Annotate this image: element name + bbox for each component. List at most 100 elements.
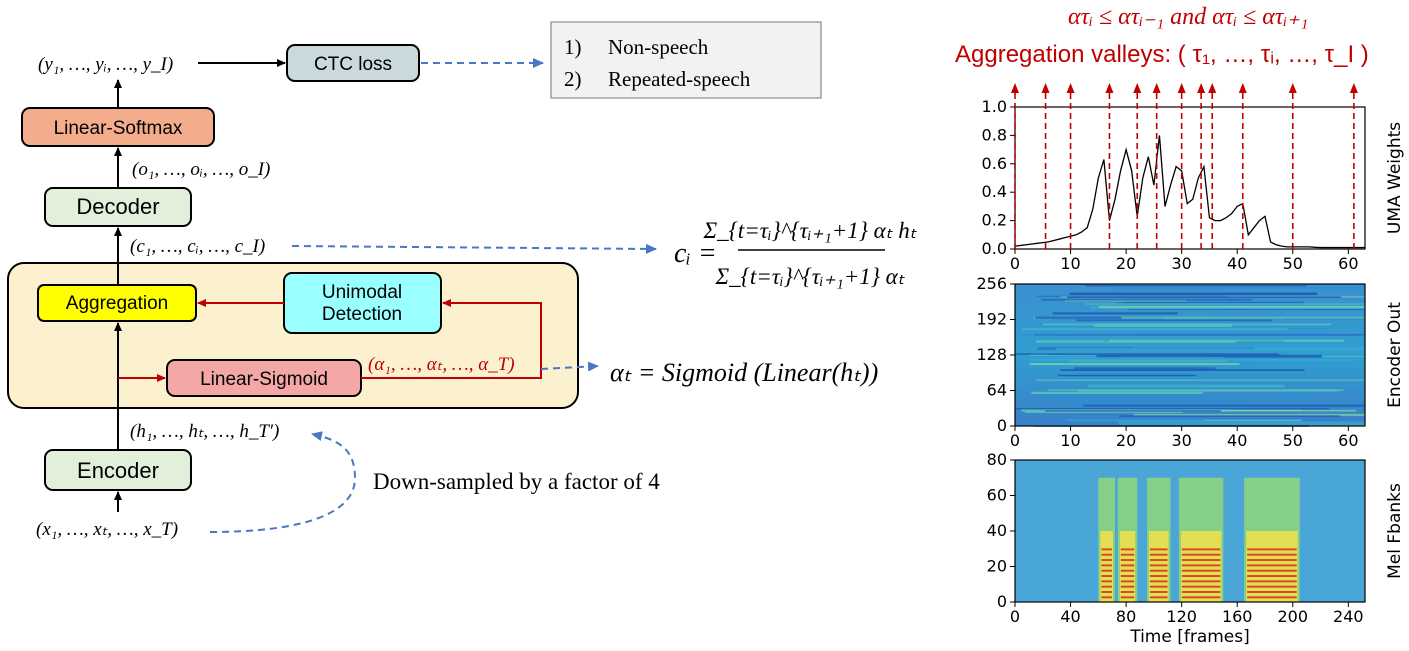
y-tick-label: 256 xyxy=(976,274,1007,293)
encoder-feature-stripe xyxy=(1085,303,1365,306)
mel-harmonic xyxy=(1247,580,1297,583)
mel-harmonic xyxy=(1101,575,1112,578)
x-tick-label: 200 xyxy=(1278,607,1309,626)
y-tick-label: 0.2 xyxy=(982,211,1007,230)
mel-harmonic xyxy=(1247,596,1297,599)
mel-harmonic xyxy=(1120,585,1135,588)
mel-harmonic xyxy=(1120,559,1135,562)
mel-harmonic xyxy=(1181,596,1221,599)
decoder-label: Decoder xyxy=(76,194,159,219)
x-tick-label: 60 xyxy=(1338,254,1358,273)
encoder-feature-stripe xyxy=(1052,312,1178,315)
mel-harmonic xyxy=(1149,575,1168,578)
encoder-feature-stripe xyxy=(1096,354,1322,358)
mel-harmonic xyxy=(1149,559,1168,562)
mel-xlabel: Time [frames] xyxy=(1129,627,1250,647)
x-tick-label: 30 xyxy=(1171,431,1191,450)
x-tick-label: 40 xyxy=(1227,254,1247,273)
y-tick-label: 0.8 xyxy=(982,125,1007,144)
alpha-equation: αₜ = Sigmoid (Linear(hₜ)) xyxy=(610,358,878,387)
y-tick-label: 192 xyxy=(976,310,1007,329)
x-sequence-label: (x₁, …, xₜ, …, x_T) xyxy=(36,519,178,540)
x-tick-label: 20 xyxy=(1116,431,1136,450)
mel-harmonic xyxy=(1120,575,1135,578)
encoder-feature-stripe xyxy=(1098,305,1365,309)
valley-arrowhead xyxy=(1177,83,1186,93)
aggregation-label: Aggregation xyxy=(66,293,168,314)
x-tick-label: 60 xyxy=(1338,431,1358,450)
c-equation-lhs: cᵢ = xyxy=(674,238,717,269)
encoder-feature-stripe xyxy=(1069,292,1318,296)
encoder-feature-stripe xyxy=(1025,410,1183,414)
c-sequence-label: (c₁, …, cᵢ, …, c_I) xyxy=(130,236,265,257)
mel-harmonic xyxy=(1101,548,1112,551)
mel-harmonic xyxy=(1181,564,1221,567)
mel-harmonic xyxy=(1120,569,1135,572)
y-tick-label: 0.6 xyxy=(982,154,1007,173)
y-tick-label: 0.4 xyxy=(982,182,1007,201)
encoder-feature-stripe xyxy=(1132,333,1365,336)
mel-harmonic xyxy=(1247,575,1297,578)
failure-item-1-number: 1) xyxy=(564,35,582,59)
valley-arrowhead xyxy=(1238,83,1247,93)
c-equation-denominator: Σ_{t=τᵢ}^{τᵢ₊₁+1} αₜ xyxy=(714,264,905,289)
encoder-feature-stripe xyxy=(1118,415,1341,418)
ctc-loss-block xyxy=(286,44,420,82)
encoder-feature-stripe xyxy=(1066,296,1342,299)
mel-energy-region xyxy=(1246,531,1298,602)
valley-title: Aggregation valleys: ( τ₁, …, τᵢ, …, τ_I… xyxy=(955,41,1369,68)
encoder-feature-stripe xyxy=(1127,309,1365,310)
mel-harmonic xyxy=(1101,585,1112,588)
encoder-ylabel: Encoder Out xyxy=(1385,302,1405,408)
mel-harmonic xyxy=(1101,580,1112,583)
encoder-feature-stripe xyxy=(1078,389,1339,392)
encoder-feature-stripe xyxy=(1022,327,1288,331)
mel-harmonic xyxy=(1149,569,1168,572)
alpha-sequence-label: (α₁, …, αₜ, …, α_T) xyxy=(368,354,515,375)
valley-condition: ατᵢ ≤ ατᵢ₋₁ and ατᵢ ≤ ατᵢ₊₁ xyxy=(1068,4,1308,30)
uma-plot-frame xyxy=(1014,106,1366,250)
x-tick-label: 20 xyxy=(1116,254,1136,273)
downsample-note: Down-sampled by a factor of 4 xyxy=(373,469,660,494)
encoder-feature-stripe xyxy=(1060,369,1305,372)
x-tick-label: 40 xyxy=(1227,431,1247,450)
x-tick-label: 50 xyxy=(1283,431,1303,450)
x-tick-label: 0 xyxy=(1010,607,1020,626)
mel-harmonic xyxy=(1181,548,1221,551)
x-tick-label: 240 xyxy=(1333,607,1364,626)
mel-harmonic xyxy=(1120,548,1135,551)
encoder-feature-stripe xyxy=(1029,363,1240,366)
mel-harmonic xyxy=(1247,585,1297,588)
mel-harmonic xyxy=(1149,580,1168,583)
mel-harmonic xyxy=(1247,553,1297,556)
encoder-feature-stripe xyxy=(1121,316,1365,319)
mel-harmonic xyxy=(1181,559,1221,562)
encoder-feature-stripe xyxy=(1015,353,1278,355)
encoder-feature-stripe xyxy=(1085,284,1307,287)
y-tick-label: 0 xyxy=(997,592,1007,611)
valley-arrowhead xyxy=(1349,83,1358,93)
mel-ylabel: Mel Fbanks xyxy=(1385,483,1405,579)
y-tick-label: 80 xyxy=(987,450,1007,469)
encoder-feature-stripe xyxy=(1076,319,1273,322)
encoder-feature-stripe xyxy=(1070,360,1227,362)
valley-arrowhead xyxy=(1152,83,1161,93)
red-arrow-alpha-to-unimodal xyxy=(361,299,542,379)
mel-harmonic xyxy=(1149,564,1168,567)
encoder-feature-stripe xyxy=(1089,307,1230,309)
encoder-feature-stripe xyxy=(1055,348,1365,351)
x-tick-label: 120 xyxy=(1166,607,1197,626)
valley-arrowhead xyxy=(1041,83,1050,93)
mel-harmonic xyxy=(1247,564,1297,567)
x-tick-label: 160 xyxy=(1222,607,1253,626)
encoder-feature-stripe xyxy=(1064,418,1205,421)
encoder-feature-stripe xyxy=(1058,374,1196,377)
mel-harmonic xyxy=(1120,590,1135,593)
mel-harmonic xyxy=(1149,590,1168,593)
mel-harmonic xyxy=(1181,590,1221,593)
x-tick-label: 50 xyxy=(1283,254,1303,273)
mel-harmonic xyxy=(1149,548,1168,551)
encoder-feature-stripe xyxy=(1015,408,1329,410)
